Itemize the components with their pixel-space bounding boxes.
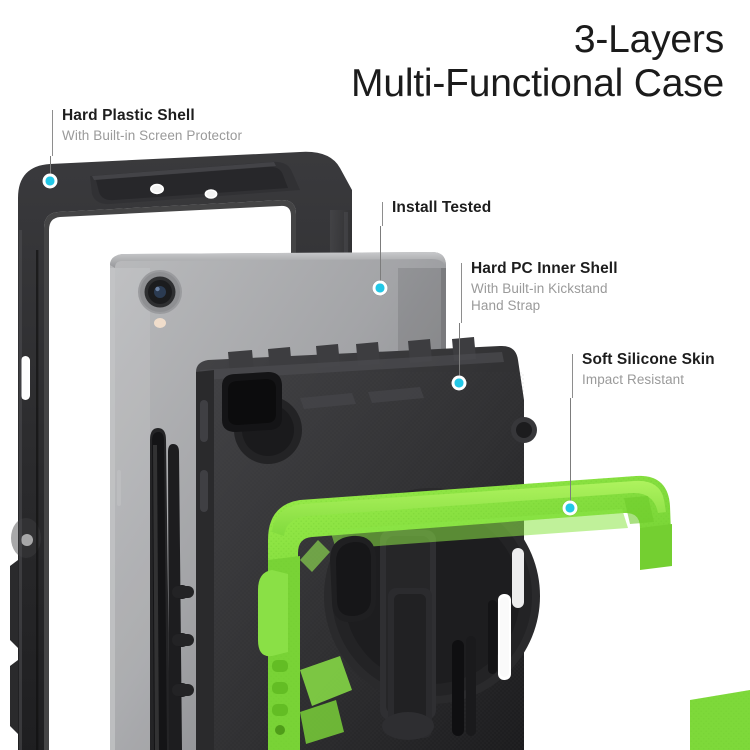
callout-dot-core <box>454 378 464 388</box>
callout-dot-core <box>565 503 575 513</box>
callout-title-install-tested: Install Tested <box>392 199 492 216</box>
callout-subtitle-soft-silicone-skin-0: Impact Resistant <box>582 371 685 387</box>
page-title: 3-Layers Multi-Functional Case <box>351 18 724 105</box>
callout-rule-install-tested <box>382 202 384 226</box>
callout-dot-install-tested[interactable] <box>372 280 388 296</box>
callout-dot-soft-silicone-skin[interactable] <box>562 500 578 516</box>
foreground-hardware-details <box>382 588 476 740</box>
callout-dot-core <box>375 283 385 293</box>
callout-title-hard-plastic-shell: Hard Plastic Shell <box>62 107 195 124</box>
title-line-2: Multi-Functional Case <box>351 61 724 105</box>
leader-line-install-tested <box>380 226 382 288</box>
title-line-1: 3-Layers <box>573 18 724 61</box>
leader-line-hard-pc-inner-shell <box>459 323 461 383</box>
callout-text-install-tested: Install Tested <box>392 198 491 219</box>
callout-title-soft-silicone-skin: Soft Silicone Skin <box>582 351 715 368</box>
callout-dot-hard-plastic-shell[interactable] <box>42 173 58 189</box>
layer-silicone-skin <box>258 475 750 750</box>
callout-rule-hard-plastic-shell <box>52 110 54 156</box>
callout-subtitle-hard-pc-inner-shell-0: With Built-in Kickstand <box>471 280 608 296</box>
callout-dot-core <box>45 176 55 186</box>
leader-line-soft-silicone-skin <box>570 398 572 508</box>
callout-dot-hard-pc-inner-shell[interactable] <box>451 375 467 391</box>
callout-title-hard-pc-inner-shell: Hard PC Inner Shell <box>471 260 618 277</box>
callout-subtitle-hard-pc-inner-shell-1: Hand Strap <box>471 298 541 314</box>
callout-rule-soft-silicone-skin <box>572 354 574 398</box>
callout-subtitle-hard-plastic-shell-0: With Built-in Screen Protector <box>62 127 243 143</box>
layer-inner-pc-shell <box>172 337 540 750</box>
leader-line-hard-plastic-shell <box>50 156 52 181</box>
callout-rule-hard-pc-inner-shell <box>461 263 463 323</box>
